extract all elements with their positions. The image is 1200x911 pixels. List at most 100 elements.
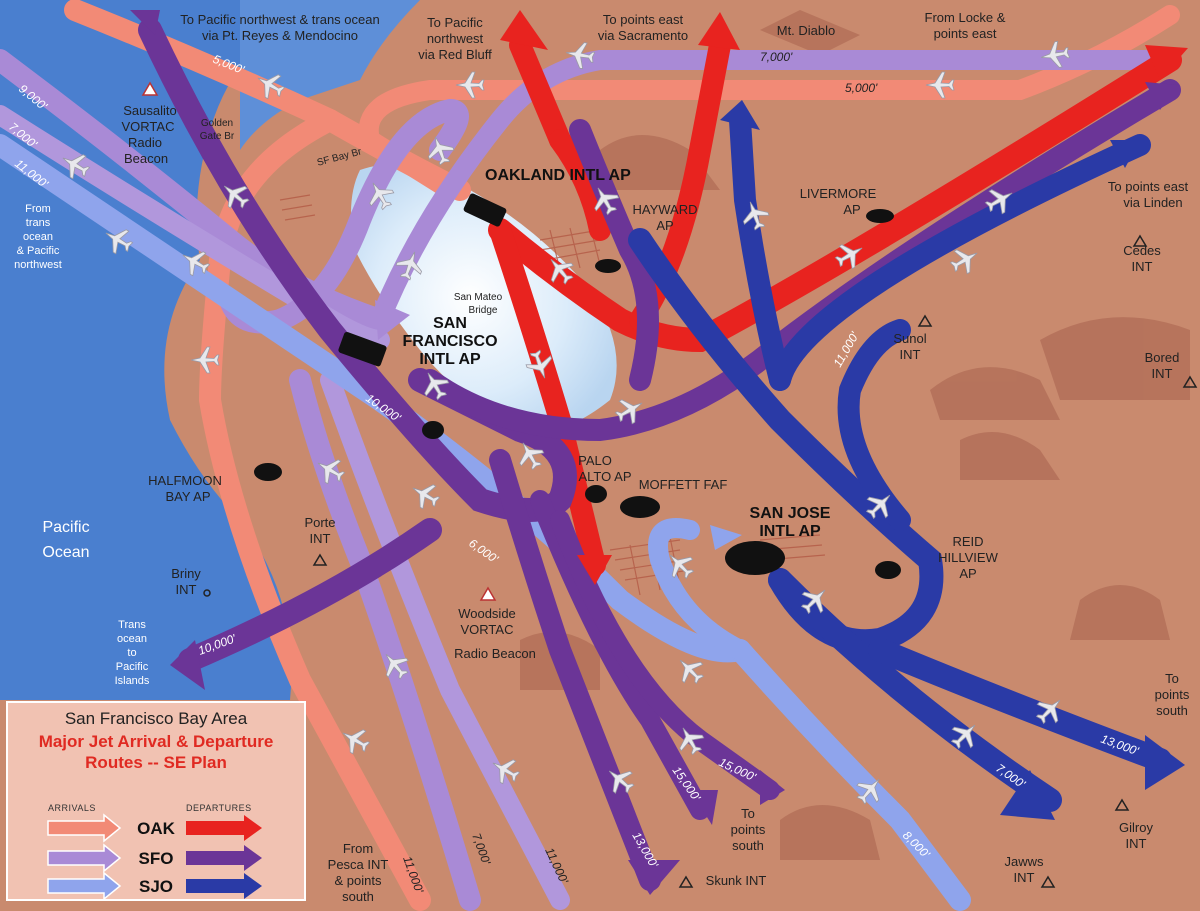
- alt-5000-n: 5,000': [845, 81, 878, 95]
- sjo-departure-arrow: [186, 873, 262, 899]
- livermore-label-1: LIVERMORE: [800, 186, 877, 201]
- legend-subtitle-line1: Major Jet Arrival & Departure: [38, 732, 274, 751]
- porte-label-1: Porte: [304, 515, 335, 530]
- sfo-airport-symbol: [338, 331, 387, 367]
- golden-gate-label-2: Gate Br: [200, 131, 235, 142]
- dir-pesca-1: From: [343, 841, 373, 856]
- dir-pesca-4: south: [342, 889, 374, 904]
- jawws-int-icon: [1040, 875, 1056, 888]
- moffett-airport-symbol: [620, 496, 660, 518]
- jawws-label-2: INT: [1014, 870, 1035, 885]
- sfo-label-3: INTL AP: [419, 351, 481, 368]
- sausalito-vortac-icon: [141, 81, 159, 96]
- gilroy-label-1: Gilroy: [1119, 820, 1153, 835]
- gilroy-int-icon: [1114, 798, 1130, 811]
- sfo-departure-arrow: [186, 845, 262, 871]
- livermore-airport-symbol: [866, 209, 894, 223]
- oakland-airport-label: OAKLAND INTL AP: [485, 167, 631, 184]
- sfo-aux-symbol: [422, 421, 444, 439]
- legend-subtitle: Major Jet Arrival & Departure Routes -- …: [8, 731, 304, 773]
- sausalito-label-4: Beacon: [124, 151, 168, 166]
- dir-locke-1: From Locke &: [925, 10, 1006, 25]
- dir-from-trans-1: From: [25, 203, 51, 215]
- halfmoon-label-1: HALFMOON: [148, 473, 222, 488]
- dir-trans-pac-5: Islands: [115, 675, 150, 687]
- woodside-label-3: Radio Beacon: [454, 646, 536, 661]
- dir-linden-1: To points east: [1108, 179, 1189, 194]
- alt-7000-n: 7,000': [760, 50, 793, 64]
- dir-sac-1: To points east: [603, 12, 684, 27]
- porte-label-2: INT: [310, 531, 331, 546]
- sunol-label-2: INT: [900, 347, 921, 362]
- briny-label-2: INT: [176, 582, 197, 597]
- dir-pac-nw-1: To Pacific northwest & trans ocean: [180, 12, 379, 27]
- halfmoon-label-2: BAY AP: [165, 489, 210, 504]
- dir-from-trans-4: & Pacific: [17, 245, 60, 257]
- dir-pesca-2: Pesca INT: [328, 857, 389, 872]
- oak-departure-arrow: [186, 815, 262, 841]
- pacific-label-2: Ocean: [42, 544, 89, 561]
- jawws-label-1: Jawws: [1004, 854, 1044, 869]
- woodside-label-2: VORTAC: [461, 622, 514, 637]
- hayward-label-1: HAYWARD: [633, 202, 698, 217]
- terrain: [520, 10, 1190, 860]
- legend-code-oak: OAK: [137, 819, 175, 838]
- dir-trans-pac-2: ocean: [117, 633, 147, 645]
- woodside-label-1: Woodside: [458, 606, 516, 621]
- livermore-label-2: AP: [843, 202, 860, 217]
- hayward-label-2: AP: [656, 218, 673, 233]
- pacific-label-1: Pacific: [42, 519, 89, 536]
- legend-code-sjo: SJO: [138, 877, 174, 896]
- sanjose-label-1: SAN JOSE: [750, 505, 831, 522]
- dir-south-mid-1: To: [741, 806, 755, 821]
- paloalto-airport-symbol: [585, 485, 607, 503]
- sfo-departure-routes: [138, 18, 1181, 891]
- legend-subtitle-line2: Routes -- SE Plan: [85, 753, 227, 772]
- dir-south-right-1: To: [1165, 671, 1179, 686]
- skunk-label: Skunk INT: [706, 873, 767, 888]
- dir-from-trans-5: northwest: [14, 259, 62, 271]
- dir-pesca-3: & points: [335, 873, 382, 888]
- dir-trans-pac-3: to: [127, 647, 136, 659]
- legend-code-sfo: SFO: [138, 849, 174, 868]
- sanjose-airport-symbol: [725, 541, 785, 575]
- dir-linden-2: via Linden: [1123, 195, 1182, 210]
- sausalito-label-1: Sausalito: [123, 103, 176, 118]
- moffett-label: MOFFETT FAF: [639, 477, 728, 492]
- dir-sac-2: via Sacramento: [598, 28, 688, 43]
- dir-from-trans-3: ocean: [23, 231, 53, 243]
- reid-label-3: AP: [959, 566, 976, 581]
- bored-label-2: INT: [1152, 366, 1173, 381]
- map-legend: San Francisco Bay Area Major Jet Arrival…: [6, 701, 306, 901]
- route-arrowheads: [130, 10, 1188, 895]
- sfo-label-2: FRANCISCO: [402, 333, 497, 350]
- dir-south-mid-3: south: [732, 838, 764, 853]
- departures-header: DEPARTURES: [186, 803, 252, 813]
- airport-symbols: [254, 193, 901, 579]
- hayward-airport-symbol: [595, 259, 621, 273]
- briny-label-1: Briny: [171, 566, 201, 581]
- dir-redbluff-1: To Pacific: [427, 15, 483, 30]
- golden-gate-label-1: Golden: [201, 118, 233, 129]
- dir-south-right-2: points: [1155, 687, 1190, 702]
- oak-arrival-arrow: [47, 813, 122, 843]
- sfo-label-1: SAN: [433, 315, 467, 332]
- briny-int-icon: [203, 589, 211, 597]
- bored-label-1: Bored: [1145, 350, 1180, 365]
- porte-int-icon: [312, 553, 328, 566]
- sjo-departure-routes: [628, 109, 1172, 812]
- reid-label-2: HILLVIEW: [938, 550, 998, 565]
- dir-from-trans-2: trans: [26, 217, 51, 229]
- dir-trans-pac-1: Trans: [118, 619, 146, 631]
- sunol-int-icon: [917, 314, 933, 327]
- legend-title: San Francisco Bay Area: [64, 709, 248, 728]
- sunol-label-1: Sunol: [893, 331, 926, 346]
- sanjose-label-2: INTL AP: [759, 523, 821, 540]
- sf-bay-north: [240, 0, 420, 150]
- paloalto-label-2: ALTO AP: [579, 469, 632, 484]
- legend-arrows: [47, 813, 262, 899]
- san-mateo-label-2: Bridge: [469, 305, 498, 316]
- dir-redbluff-3: via Red Bluff: [418, 47, 492, 62]
- dir-south-right-3: south: [1156, 703, 1188, 718]
